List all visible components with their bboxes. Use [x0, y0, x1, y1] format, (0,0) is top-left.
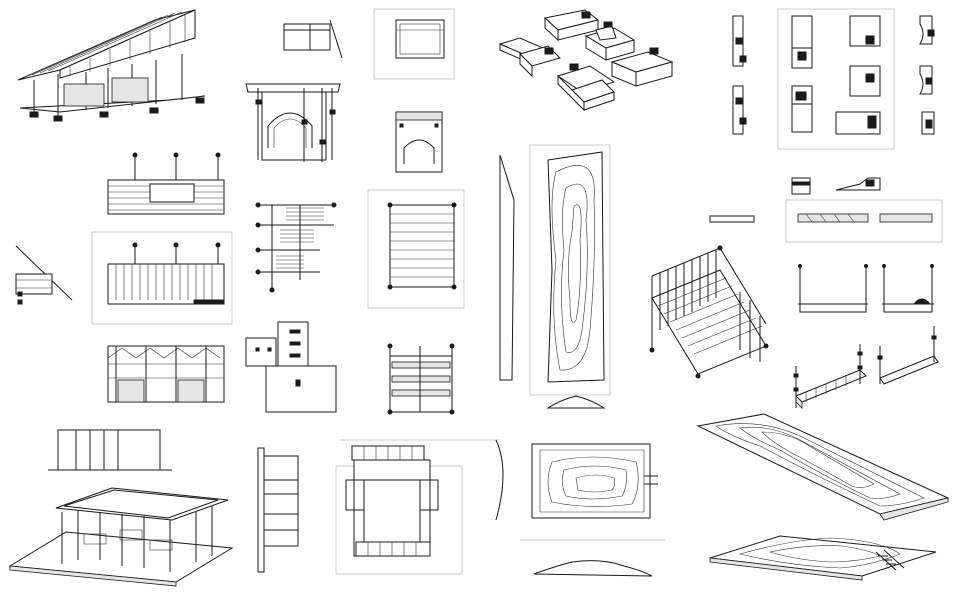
terrain-long-plan	[499, 151, 605, 383]
beam-axonometrics	[793, 326, 939, 409]
module-units-axonometric	[498, 9, 674, 112]
wall-section-tall	[257, 447, 299, 573]
building-elevation-small	[48, 429, 172, 471]
module-plan-top	[387, 202, 457, 290]
terrain-axonometric-platform	[709, 535, 937, 581]
terrain-plan-mound	[495, 439, 658, 577]
terrain-profile	[546, 395, 606, 409]
tower-section	[107, 345, 225, 403]
pavilion-axonometric-roof	[17, 9, 206, 122]
kiln-axonometric	[245, 83, 341, 162]
frame-elevation	[395, 19, 445, 59]
courtyard-plan	[335, 445, 463, 575]
beam-elevations-small	[709, 177, 933, 223]
sheet-frames	[91, 8, 943, 541]
bleacher-axonometric	[649, 245, 769, 379]
wall-panel-elevation	[283, 19, 343, 59]
structure-elevations	[107, 152, 225, 305]
stair-section	[15, 245, 73, 305]
detail-sections-right	[732, 15, 935, 135]
stair-plan	[255, 202, 337, 293]
post-elevations	[798, 264, 934, 313]
terrain-axonometric-long	[696, 413, 950, 521]
module-frame	[387, 343, 455, 415]
room-plan-small	[245, 321, 337, 413]
pavilion-axonometric-base	[8, 487, 234, 587]
kiln-section	[395, 111, 443, 173]
